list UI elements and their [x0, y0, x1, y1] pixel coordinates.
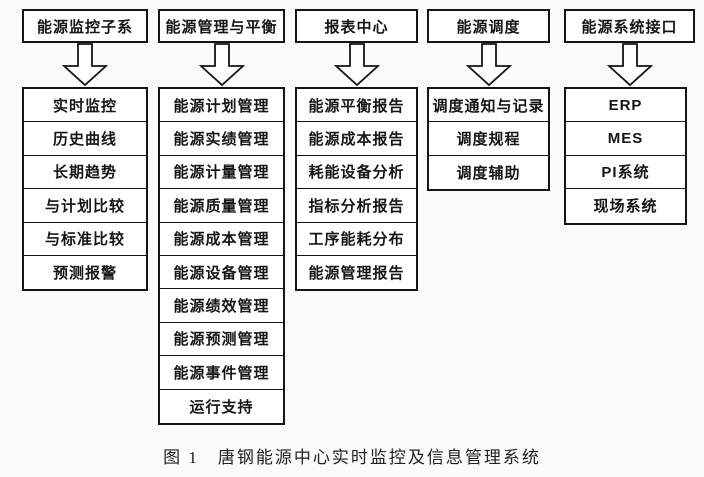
list-item: 能源实绩管理 — [160, 122, 283, 156]
item-list: 调度通知与记录 调度规程 调度辅助 — [427, 87, 550, 192]
column-energy-management-balance: 能源管理与平衡 能源计划管理 能源实绩管理 能源计量管理 能源质量管理 能源成本… — [158, 9, 285, 425]
list-item: 能源平衡报告 — [297, 89, 416, 123]
column-header: 能源系统接口 — [564, 9, 695, 43]
item-list: 能源平衡报告 能源成本报告 耗能设备分析 指标分析报告 工序能耗分布 能源管理报… — [295, 87, 418, 292]
column-header: 报表中心 — [295, 9, 418, 43]
list-item: 预测报警 — [52, 265, 117, 283]
list-item: 调度规程 — [429, 122, 548, 156]
down-arrow-icon — [564, 43, 695, 87]
list-item: 指标分析报告 — [297, 189, 416, 223]
list-item: 与计划比较 — [24, 189, 146, 223]
list-item: 与标准比较 — [24, 223, 146, 256]
column-energy-dispatch: 能源调度 调度通知与记录 调度规程 调度辅助 — [427, 9, 550, 192]
list-item: 能源事件管理 — [160, 356, 283, 390]
column-header: 能源调度 — [427, 9, 550, 43]
column-energy-monitoring-subsystem: 能源监控子系 实时监控 历史曲线 长期趋势 与计划比较 与标准比较 预测报警 — [22, 9, 148, 292]
list-item: PI系统 — [566, 156, 685, 190]
list-item: 长期趋势 — [24, 156, 146, 190]
list-item: 能源管理报告 — [308, 265, 405, 283]
list-item: 运行支持 — [189, 398, 254, 416]
list-item: MES — [566, 122, 685, 156]
item-list: ERP MES PI系统 现场系统 — [564, 87, 687, 225]
list-item: 能源成本报告 — [297, 122, 416, 156]
down-arrow-icon — [158, 43, 285, 87]
list-item: 工序能耗分布 — [297, 223, 416, 256]
column-report-center: 报表中心 能源平衡报告 能源成本报告 耗能设备分析 指标分析报告 工序能耗分布 … — [295, 9, 418, 292]
down-arrow-icon — [295, 43, 418, 87]
list-item: 现场系统 — [593, 198, 658, 216]
column-header: 能源管理与平衡 — [158, 9, 285, 43]
list-item: 能源成本管理 — [160, 223, 283, 256]
down-arrow-icon — [22, 43, 148, 87]
list-item: 能源预测管理 — [160, 323, 283, 357]
item-list: 能源计划管理 能源实绩管理 能源计量管理 能源质量管理 能源成本管理 能源设备管… — [158, 87, 285, 425]
list-item: 能源设备管理 — [160, 256, 283, 290]
list-item: 调度辅助 — [456, 164, 521, 182]
list-item: 能源计划管理 — [160, 89, 283, 123]
list-item: 调度通知与记录 — [429, 89, 548, 123]
figure-caption: 图 1 唐钢能源中心实时监控及信息管理系统 — [163, 448, 541, 467]
list-item: 实时监控 — [24, 89, 146, 123]
list-item: ERP — [566, 89, 685, 123]
item-list: 实时监控 历史曲线 长期趋势 与计划比较 与标准比较 预测报警 — [22, 87, 148, 292]
column-energy-system-interface: 能源系统接口 ERP MES PI系统 现场系统 — [564, 9, 695, 225]
list-item: 能源绩效管理 — [160, 289, 283, 323]
column-header: 能源监控子系 — [22, 9, 148, 43]
list-item: 能源计量管理 — [160, 156, 283, 190]
list-item: 耗能设备分析 — [297, 156, 416, 190]
list-item: 能源质量管理 — [160, 189, 283, 223]
list-item: 历史曲线 — [24, 122, 146, 156]
down-arrow-icon — [427, 43, 550, 87]
